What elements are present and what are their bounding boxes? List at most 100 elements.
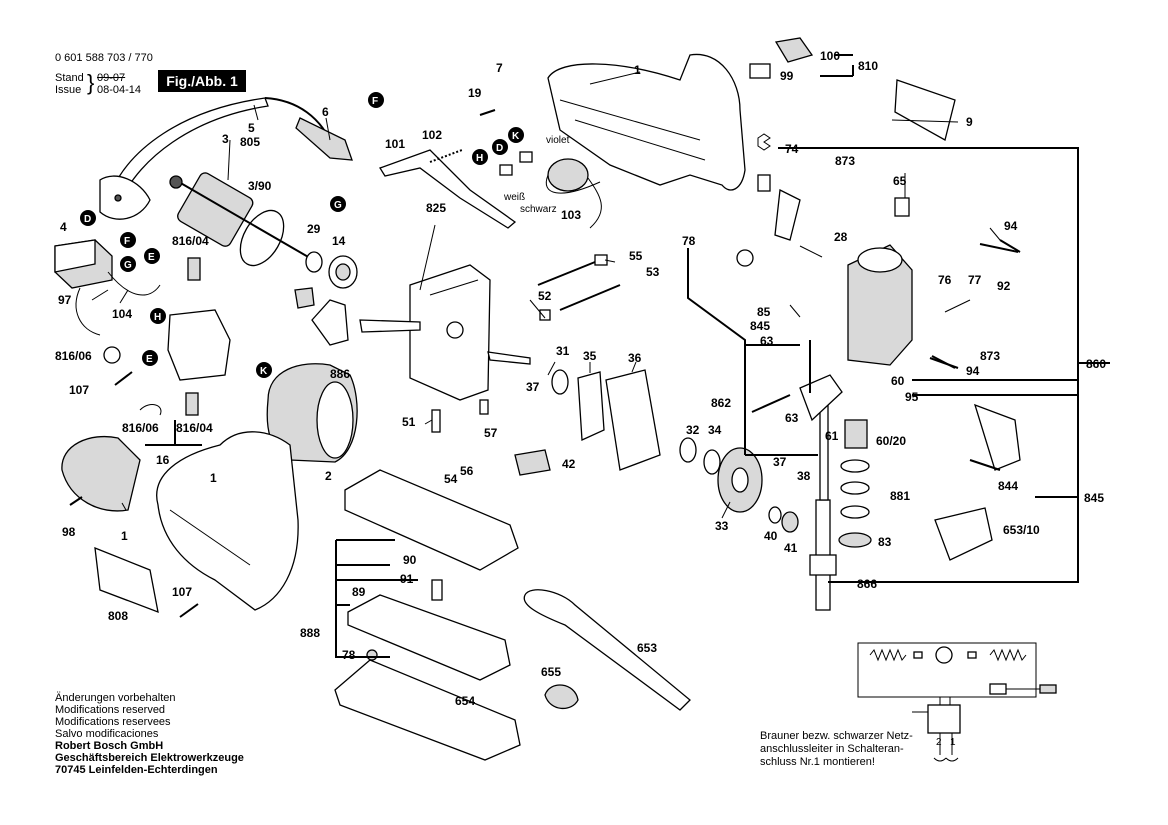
issue-label: Issue xyxy=(55,84,82,96)
screw-19 xyxy=(479,109,496,116)
callout-83: 83 xyxy=(878,535,892,549)
note-line: Änderungen vorbehalten xyxy=(55,692,176,704)
marker-k1: K xyxy=(260,366,268,377)
callout-101: 101 xyxy=(385,137,405,151)
brace: } xyxy=(87,70,95,95)
axle-844 xyxy=(969,459,1001,471)
gear-housing xyxy=(359,264,531,401)
callout-37b: 37 xyxy=(773,455,787,469)
callout-816-04a: 816/04 xyxy=(172,234,209,248)
marker-d1: D xyxy=(84,214,91,225)
callout-94b: 94 xyxy=(966,364,980,378)
bushing-886 xyxy=(294,287,315,309)
callout-873b: 873 xyxy=(980,349,1000,363)
wire-label-weiss: weiß xyxy=(503,192,525,203)
callout-32: 32 xyxy=(686,423,700,437)
marker-e2: E xyxy=(146,354,153,365)
screw-94a xyxy=(999,239,1021,253)
callout-38: 38 xyxy=(797,469,811,483)
power-cable xyxy=(99,97,353,220)
callout-862: 862 xyxy=(711,396,731,410)
callout-104: 104 xyxy=(112,307,132,321)
callout-56: 56 xyxy=(460,464,474,478)
callout-53: 53 xyxy=(646,265,660,279)
callout-107a: 107 xyxy=(69,383,89,397)
issue-value: 08-04-14 xyxy=(97,84,142,96)
part-42 xyxy=(514,449,551,476)
note-line: Modifications reservees xyxy=(55,716,171,728)
callout-5: 5 xyxy=(248,121,255,135)
callout-107b: 107 xyxy=(172,585,192,599)
housing-top xyxy=(547,53,746,191)
callout-37a: 37 xyxy=(526,380,540,394)
callout-845b: 845 xyxy=(1084,491,1104,505)
callout-63a: 63 xyxy=(760,334,774,348)
callout-52: 52 xyxy=(538,289,552,303)
stand-value: 09-07 xyxy=(97,72,126,84)
callout-54: 54 xyxy=(444,472,458,486)
callout-810: 810 xyxy=(858,59,878,73)
part-number: 0 601 588 703 / 770 xyxy=(55,52,153,64)
wiring-schematic xyxy=(857,642,1057,762)
terminal-2: 2 xyxy=(936,737,942,748)
callout-19: 19 xyxy=(468,86,482,100)
callout-35: 35 xyxy=(583,349,597,363)
callout-91: 91 xyxy=(400,572,414,586)
marker-g1: G xyxy=(334,200,342,211)
callout-9: 9 xyxy=(966,115,973,129)
pin-862 xyxy=(751,394,791,413)
callout-57: 57 xyxy=(484,426,498,440)
callout-816-06a: 816/06 xyxy=(55,349,92,363)
terminal-1: 1 xyxy=(950,737,956,748)
marker-k2: K xyxy=(512,131,520,142)
callout-97: 97 xyxy=(58,293,72,307)
callout-78b: 78 xyxy=(342,648,356,662)
grouping-brackets xyxy=(145,54,1110,658)
callout-31: 31 xyxy=(556,344,570,358)
callout-653-10: 653/10 xyxy=(1003,523,1040,537)
callout-98: 98 xyxy=(62,525,76,539)
connection-markers: F G D F G E H E K K D H xyxy=(80,92,524,378)
holder-886 xyxy=(311,299,349,346)
part-40 xyxy=(768,506,782,524)
callout-55: 55 xyxy=(629,249,643,263)
callout-34: 34 xyxy=(708,423,722,437)
screw-98 xyxy=(69,496,83,506)
callout-95: 95 xyxy=(905,390,919,404)
callout-103: 103 xyxy=(561,208,581,222)
roller-78 xyxy=(736,249,754,267)
label-9 xyxy=(894,79,956,141)
callout-77: 77 xyxy=(968,273,982,287)
callout-845a: 845 xyxy=(750,319,770,333)
callout-28: 28 xyxy=(834,230,848,244)
screw-107a xyxy=(114,371,133,386)
callout-844: 844 xyxy=(998,479,1018,493)
blade-guard-653 xyxy=(523,589,691,711)
roller-844 xyxy=(973,403,1021,471)
callout-860: 860 xyxy=(1086,357,1106,371)
label-plate xyxy=(94,546,159,614)
callout-2: 2 xyxy=(325,469,332,483)
legal-notes: Änderungen vorbehalten Modifications res… xyxy=(55,692,244,776)
company-division: Geschäftsbereich Elektrowerkzeuge xyxy=(55,752,244,764)
part-653-10 xyxy=(934,507,993,561)
callout-6: 6 xyxy=(322,105,329,119)
callout-655: 655 xyxy=(541,665,561,679)
callout-808: 808 xyxy=(108,609,128,623)
sleeve-60-20 xyxy=(844,419,868,449)
callout-825: 825 xyxy=(426,201,446,215)
spring-74 xyxy=(757,133,771,151)
pin-51 xyxy=(431,409,441,433)
marker-f1: F xyxy=(372,96,378,107)
callout-85: 85 xyxy=(757,305,771,319)
callout-42: 42 xyxy=(562,457,576,471)
gear-33 xyxy=(679,437,763,513)
figure-label: Fig./Abb. 1 xyxy=(158,70,246,92)
wiring-note-line: Brauner bezw. schwarzer Netz- xyxy=(760,730,913,742)
company-address: 70745 Leinfelden-Echterdingen xyxy=(55,764,218,776)
screw-94b xyxy=(931,355,956,369)
callout-3-90: 3/90 xyxy=(248,179,272,193)
stand-label: Stand xyxy=(55,72,84,84)
callout-653: 653 xyxy=(637,641,657,655)
plate-36 xyxy=(605,369,661,471)
